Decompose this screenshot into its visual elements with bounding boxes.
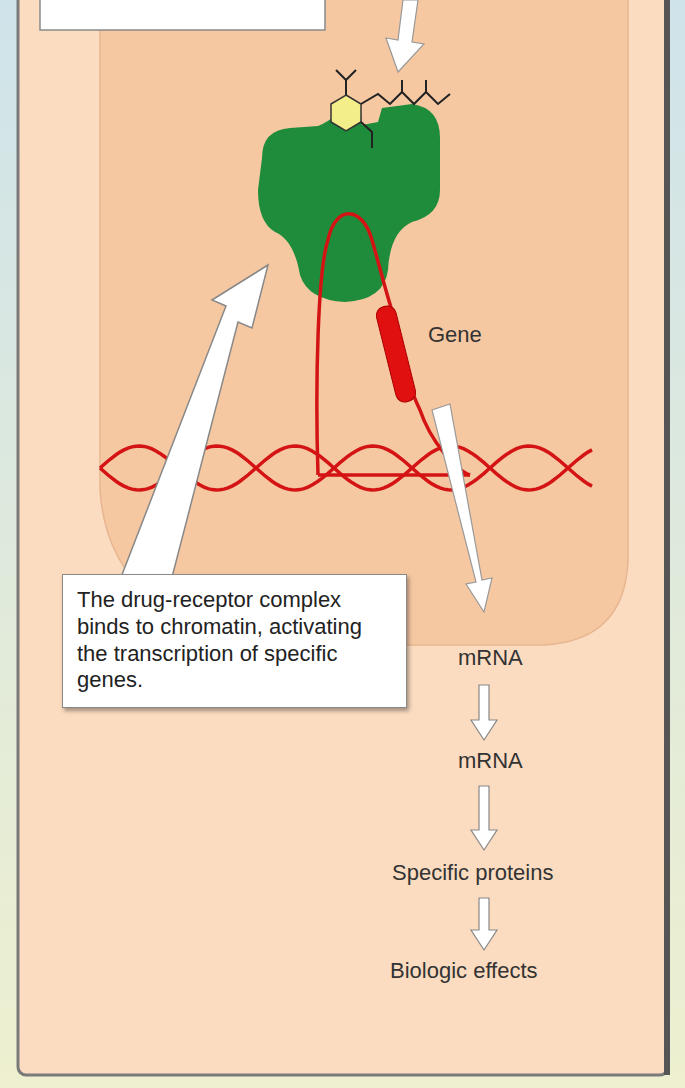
flow-arrow — [471, 685, 497, 740]
flow-arrow — [471, 898, 497, 950]
transcription-arrow — [432, 404, 492, 612]
gene-label: Gene — [428, 322, 482, 348]
drug-ring — [331, 95, 361, 131]
stage-label: Biologic effects — [390, 958, 538, 984]
incoming-arrow — [386, 0, 424, 72]
stage-label: Specific proteins — [392, 860, 553, 886]
flow-arrow — [471, 786, 497, 850]
drug-chain — [336, 70, 450, 148]
callout-fragment — [40, 0, 325, 30]
stage-label: mRNA — [458, 748, 523, 774]
chromatin-loop — [318, 473, 470, 477]
cell-panel — [18, 0, 668, 1075]
stage-label: mRNA — [458, 645, 523, 671]
receptor — [258, 100, 440, 302]
panel-shadow — [664, 0, 670, 1075]
callout-text: The drug-receptor complex binds to chrom… — [77, 587, 392, 694]
callout-pointer — [118, 265, 268, 585]
nucleus — [100, 0, 628, 645]
callout-box: The drug-receptor complex binds to chrom… — [62, 574, 407, 708]
gene-segment — [374, 304, 417, 404]
